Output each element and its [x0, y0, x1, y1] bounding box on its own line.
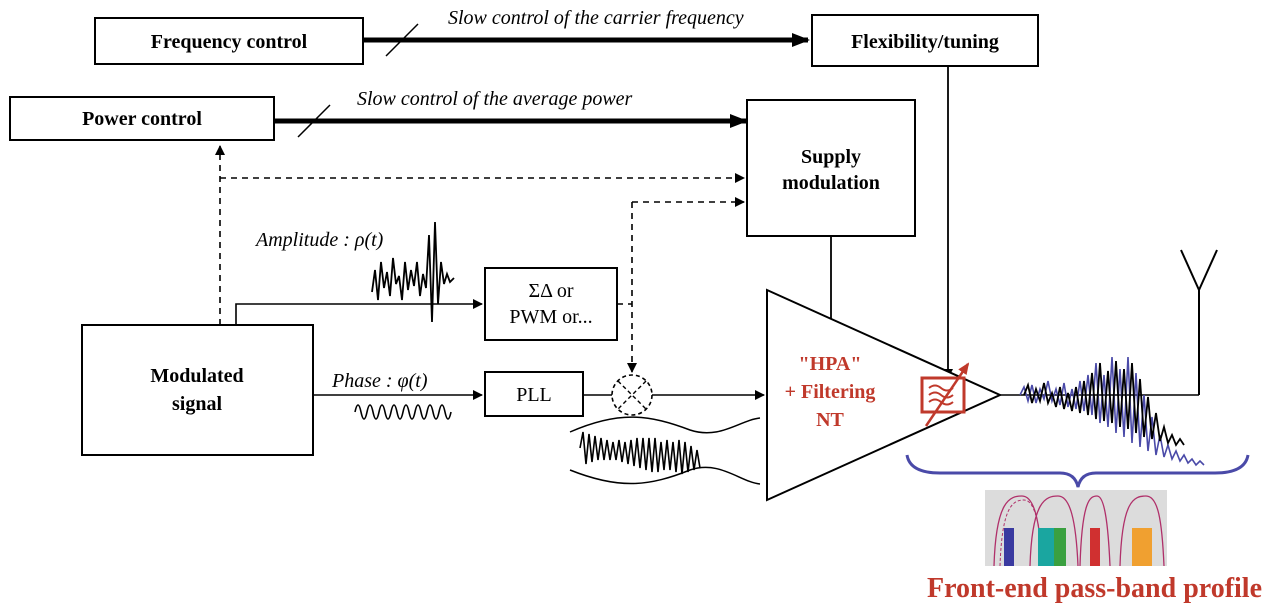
modulated-envelope-waveform	[569, 416, 761, 485]
average-power-annotation: Slow control of the average power	[357, 88, 633, 110]
pll-box	[484, 371, 584, 417]
supply-modulation-box	[746, 99, 916, 237]
mixer-cross-a	[617, 380, 647, 410]
bus-slash-power	[297, 104, 331, 138]
amplitude-annotation: Amplitude : ρ(t)	[254, 229, 384, 251]
frequency-control-box	[94, 17, 364, 65]
amplifier-label-line2: + Filtering	[785, 381, 876, 403]
band-green	[1054, 528, 1066, 566]
modulated-signal-line2: signal	[172, 393, 222, 415]
flexibility-tuning-label: Flexibility/tuning	[851, 31, 999, 53]
power-control-label: Power control	[82, 108, 202, 130]
band-blue	[1004, 528, 1014, 566]
phase-waveform	[354, 404, 452, 420]
band-orange	[1132, 528, 1152, 566]
antenna-icon	[1180, 249, 1218, 395]
pll-label: PLL	[516, 384, 552, 406]
amplitude-waveform	[371, 221, 455, 323]
carrier-frequency-annotation: Slow control of the carrier frequency	[448, 7, 744, 29]
amplifier-label-line1: "HPA"	[799, 353, 862, 375]
mixer-cross-b	[617, 380, 647, 410]
modulated-signal-box	[81, 324, 314, 456]
supply-modulation-line2: modulation	[782, 172, 880, 194]
bus-slash-top	[385, 23, 419, 57]
sigma-delta-line1: ΣΔ or	[528, 280, 573, 302]
sigma-delta-line2: PWM or...	[509, 306, 592, 328]
band-red	[1090, 528, 1100, 566]
amplitude-path-arrow	[235, 299, 483, 325]
band-teal	[1038, 528, 1054, 566]
supply-modulation-line1: Supply	[801, 146, 861, 168]
flexibility-tuning-box	[811, 14, 1039, 67]
phase-annotation: Phase : φ(t)	[331, 370, 428, 392]
power-control-box	[9, 96, 275, 141]
modulated-signal-line1: Modulated	[150, 365, 243, 387]
sigma-delta-box	[484, 267, 618, 341]
frequency-control-label: Frequency control	[151, 31, 308, 53]
amplifier-label-line3: NT	[816, 409, 844, 431]
pass-band-caption: Front-end pass-band profile	[927, 573, 1262, 604]
amplifier-triangle	[766, 288, 1003, 502]
pass-band-brace	[905, 454, 1250, 488]
tunable-filter-icon	[920, 362, 970, 427]
pass-band-profile-inset	[985, 490, 1167, 567]
output-waveform-black	[1023, 360, 1185, 447]
